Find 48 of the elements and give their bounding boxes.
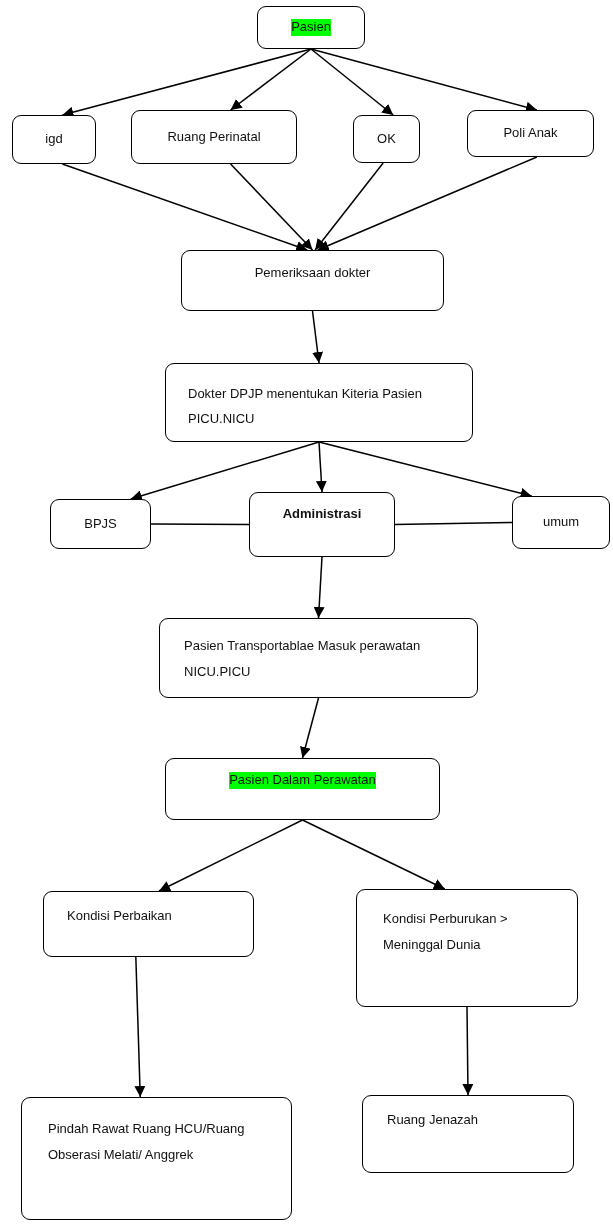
box-text: OK bbox=[377, 130, 396, 148]
arrow bbox=[317, 156, 538, 251]
arrow bbox=[134, 956, 146, 1098]
arrow bbox=[301, 819, 446, 890]
box-text: Ruang Jenazah bbox=[387, 1112, 479, 1129]
box-text: umum bbox=[542, 514, 580, 531]
box-text: Pasien bbox=[291, 19, 331, 36]
process-box bbox=[257, 6, 365, 49]
arrow bbox=[229, 48, 312, 111]
arrow bbox=[310, 48, 394, 116]
process-box bbox=[181, 250, 444, 311]
process-box bbox=[165, 363, 473, 442]
process-box bbox=[50, 499, 151, 549]
arrow bbox=[300, 697, 320, 759]
arrow bbox=[462, 1006, 474, 1096]
process-box bbox=[353, 115, 420, 163]
arrow bbox=[61, 163, 308, 252]
box-text: Dokter DPJP menentukan Kiteria Pasien PICU.NICU bbox=[188, 385, 423, 428]
process-box bbox=[165, 758, 440, 820]
box-text: Pemeriksaan dokter bbox=[254, 265, 371, 282]
arrow bbox=[158, 819, 304, 892]
box-text: BPJS bbox=[84, 515, 117, 533]
box-text: Pindah Rawat Ruang HCU/Ruang Obserasi Melati/ Anggrek bbox=[48, 1120, 246, 1164]
arrow bbox=[311, 310, 324, 364]
process-box bbox=[467, 110, 594, 157]
process-box bbox=[512, 496, 610, 549]
box-text: igd bbox=[45, 131, 63, 148]
process-box bbox=[249, 492, 395, 557]
box-text: Administrasi bbox=[282, 506, 362, 523]
connector-line bbox=[150, 523, 250, 526]
box-text: Pasien Transportablae Masuk perawatan NICU.PICU bbox=[184, 637, 422, 681]
process-box bbox=[12, 115, 96, 164]
process-box bbox=[362, 1095, 574, 1173]
box-text: Kondisi Perbaikan bbox=[67, 908, 172, 925]
arrow bbox=[313, 556, 325, 619]
arrow bbox=[314, 162, 384, 251]
process-box bbox=[159, 618, 478, 698]
process-box bbox=[21, 1097, 292, 1220]
process-box bbox=[131, 110, 297, 164]
arrow bbox=[315, 441, 327, 493]
box-text: Kondisi Perburukan > Meninggal Dunia bbox=[383, 910, 509, 954]
box-text: Pasien Dalam Perawatan bbox=[229, 772, 376, 789]
process-box bbox=[356, 889, 578, 1007]
process-box bbox=[43, 891, 254, 957]
box-text: Poli Anak bbox=[503, 125, 558, 142]
connector-line bbox=[394, 521, 513, 526]
box-text: Ruang Perinatal bbox=[167, 128, 261, 146]
arrow bbox=[229, 163, 314, 251]
